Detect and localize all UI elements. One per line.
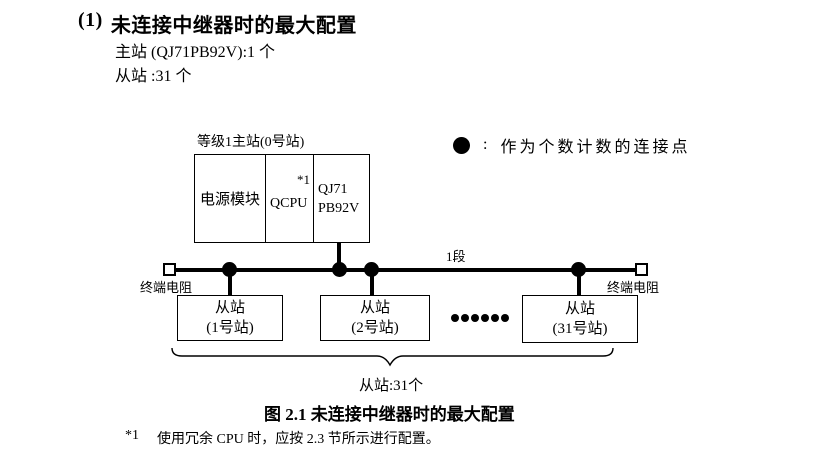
master-station-label: 等级1主站(0号站) [197,135,305,150]
slave-count-brace [171,347,614,367]
section-title: 未连接中继器时的最大配置 [110,15,357,37]
footnote: *1 使用冗余 CPU 时，应按 2.3 节所示进行配置。 [125,428,440,448]
footnote-marker: *1 [125,428,139,443]
network-module-line2: PB92V [318,200,360,216]
right-terminator-label: 终端电阻 [607,280,660,295]
ellipsis-dots [451,314,509,322]
connection-point-icon [571,262,586,277]
slave2-drop-line [370,271,374,295]
network-module: QJ71 PB92V [314,155,369,242]
intro-slave-count: 从站 :31 个 [115,68,192,85]
right-terminator-icon [635,263,648,276]
connection-point-icon [332,262,347,277]
footnote-text: 使用冗余 CPU 时，应按 2.3 节所示进行配置。 [157,432,440,447]
legend: : 作为个数计数的连接点 [453,136,691,156]
slave-title: 从站 [214,300,245,316]
connection-point-icon [222,262,237,277]
network-module-line1: QJ71 [318,181,348,197]
power-supply-module: 电源模块 [195,155,266,242]
figure-caption: 图 2.1 未连接中继器时的最大配置 [264,405,515,424]
slave-station-box-1: 从站 (1号站) [177,295,283,341]
slave-station-number: (2号站) [351,320,399,336]
master-station-box: 电源模块 *1 QCPU QJ71 PB92V [194,154,370,243]
slave-station-number: (31号站) [552,321,608,337]
connection-point-icon [364,262,379,277]
slave-count-label: 从站:31个 [359,378,424,394]
slave-station-box-2: 从站 (2号站) [320,295,430,341]
slave-title: 从站 [564,301,595,317]
section-heading: (1) 未连接中继器时的最大配置 [78,9,357,38]
cpu-module: *1 QCPU [266,155,314,242]
bus-line [170,268,642,272]
left-terminator-label: 终端电阻 [140,280,193,295]
section-number: (1) [78,9,103,31]
slave-station-box-31: 从站 (31号站) [522,295,638,343]
legend-text: 作为个数计数的连接点 [500,139,691,156]
master-drop-line [337,243,341,269]
left-terminator-icon [163,263,176,276]
cpu-module-label: QCPU [270,196,308,211]
legend-separator: : [483,136,488,153]
segment-label: 1段 [446,249,466,264]
cpu-footnote-ref: *1 [297,172,310,187]
slave-title: 从站 [359,300,390,316]
slave-station-number: (1号站) [206,320,254,336]
slave1-drop-line [228,271,232,295]
slave31-drop-line [577,271,581,295]
intro-master-count: 主站 (QJ71PB92V):1 个 [115,44,276,61]
connection-point-icon [453,136,470,154]
